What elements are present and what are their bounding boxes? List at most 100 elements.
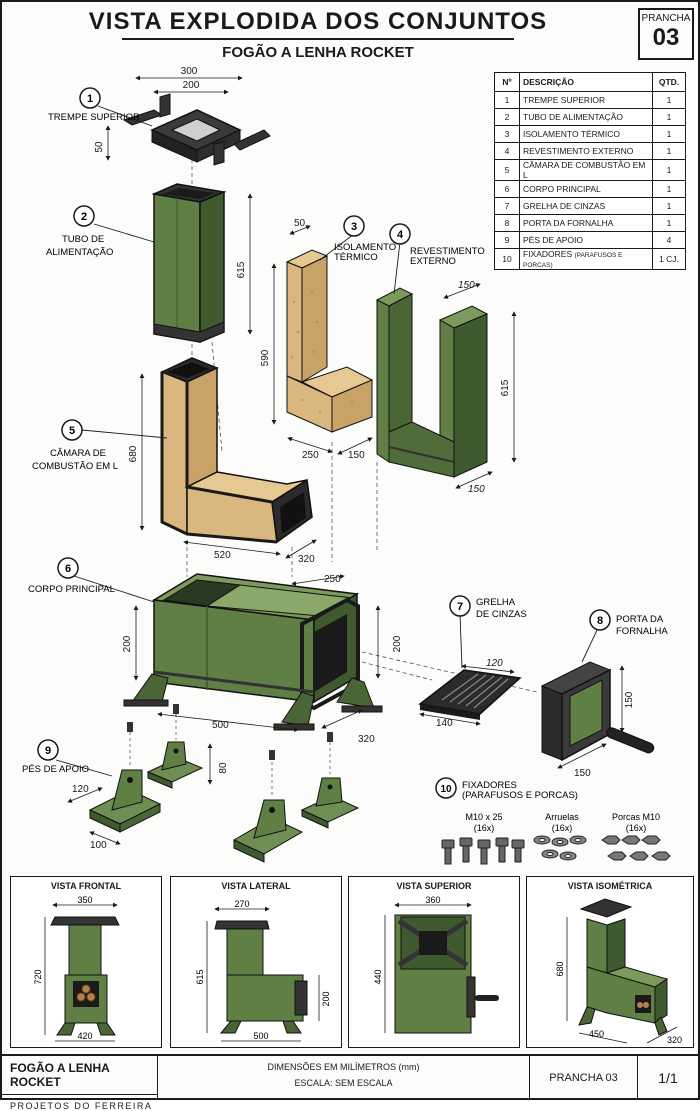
callout-number: 4 [397,229,404,241]
top-view-drawing: 360 440 [373,895,499,1034]
footer-scale: ESCALA: SEM ESCALA [294,1078,393,1088]
dim-text: 320 [358,734,375,745]
dim-text: 120 [486,658,503,669]
row-description-main: FIXADORES [523,249,573,259]
callout-label: COMBUSTÃO EM L [32,461,118,472]
callout-number: 1 [87,93,93,105]
washers-qty: (16x) [552,823,573,833]
dim-text: 720 [33,969,43,984]
dim-text: 615 [500,379,511,396]
foot [146,741,204,789]
foot [300,777,360,829]
row-qty: 1 [652,159,686,181]
orthographic-views: VISTA FRONTAL 350 720 420 VISTA LATERAL [10,876,694,1048]
view-title: VISTA ISOMÉTRICA [567,881,653,891]
callout-7: 7 GRELHA DE CINZAS [449,595,527,620]
isometric-view-drawing: 680 450 320 [555,898,682,1045]
callout-number: 5 [69,425,75,437]
callout-label: FORNALHA [616,626,668,637]
washers-label: Arruelas [545,812,579,822]
callout-label: TUBO DE [62,234,104,245]
dim-text: 420 [77,1031,92,1041]
leader-lines [55,105,599,777]
dim-text: 270 [234,899,249,909]
part-8-firebox-door [540,661,655,762]
callout-2: 2 TUBO DE ALIMENTAÇÃO [46,205,113,258]
dim-text: 615 [236,261,247,278]
view-isometric: VISTA ISOMÉTRICA 680 450 320 [526,876,694,1048]
callout-label: DE CINZAS [476,609,527,620]
exploded-view-drawing: 1 TREMPE SUPERIOR 2 TUBO DE ALIMENTAÇÃO … [22,66,671,865]
dim-text: 350 [77,895,92,905]
dim-text: 140 [436,718,453,729]
dim-text: 150 [458,280,475,291]
dimension-lines [67,75,625,845]
callout-label: (PARAFUSOS E PORCAS) [462,790,578,801]
callout-label: EXTERNO [410,256,456,267]
dim-text: 360 [425,895,440,905]
callout-label: TÉRMICO [334,252,378,263]
dimension-labels: 300 200 50 615 50 590 250 150 150 615 15… [72,66,635,851]
footer-title-block: FOGÃO A LENHA ROCKET PROJETOS DO FERREIR… [2,1054,698,1111]
part-6-main-body [123,573,383,731]
bolts-label: M10 x 25 [465,812,502,822]
side-view-drawing: 270 615 200 500 [195,899,331,1042]
part-10-fasteners [441,835,671,865]
row-description-small: (PARAFUSOS E PORCAS) [523,252,623,269]
dim-text: 450 [589,1029,604,1039]
dim-text: 150 [574,768,591,779]
view-title: VISTA SUPERIOR [396,881,472,891]
callout-10: 10 FIXADORES (PARAFUSOS E PORCAS) [435,777,578,801]
dim-text: 200 [122,635,133,652]
dim-text: 50 [94,141,105,153]
nuts-label: Porcas M10 [612,812,660,822]
dim-text: 520 [214,550,231,561]
dim-text: 320 [667,1035,682,1045]
footer-units: DIMENSÕES EM MILÍMETROS (mm) [267,1062,420,1072]
view-side: VISTA LATERAL 270 615 200 500 [170,876,342,1048]
view-front: VISTA FRONTAL 350 720 420 [10,876,162,1048]
part-9-feet [88,704,360,863]
callout-label: PORTA DA [616,614,664,625]
dim-text: 500 [212,720,229,731]
dim-text: 50 [294,218,306,229]
front-view-drawing: 350 720 420 [33,895,120,1042]
callout-number: 8 [597,615,603,627]
title-underline [122,38,514,40]
callout-number: 7 [457,601,463,613]
dim-text: 200 [321,991,331,1006]
foot [88,769,162,833]
part-4-outer-cladding [375,287,489,478]
callout-label: CORPO PRINCIPAL [28,584,115,595]
page-title: VISTA EXPLODIDA DOS CONJUNTOS [88,8,548,35]
footer-project-cell: FOGÃO A LENHA ROCKET PROJETOS DO FERREIR… [2,1056,158,1111]
dim-text: 500 [253,1031,268,1041]
callout-5: 5 CÂMARA DE COMBUSTÃO EM L [32,419,118,472]
bolts-qty: (16x) [474,823,495,833]
footer-sheet: PRANCHA 03 [530,1056,638,1100]
dim-text: 300 [181,66,198,77]
footer-project-name: FOGÃO A LENHA ROCKET [10,1061,110,1089]
part-5-combustion-chamber [160,357,313,544]
dim-text: 615 [195,969,205,984]
callout-1: 1 TREMPE SUPERIOR [48,87,140,123]
dim-text: 80 [218,762,229,774]
dim-text: 150 [468,484,485,495]
nuts [601,835,671,861]
callout-label: TREMPE SUPERIOR [48,112,140,123]
view-title: VISTA LATERAL [221,881,291,891]
footer-page: 1/1 [658,1070,678,1086]
part-7-ash-grate [418,669,522,720]
footer-author: PROJETOS DO FERREIRA [2,1094,157,1111]
row-qty: 1 CJ. [652,248,686,270]
part-2-feed-tube [151,183,227,344]
callout-label: FIXADORES [462,780,517,791]
callout-number: 9 [45,745,51,757]
view-top: VISTA SUPERIOR 360 440 [348,876,520,1048]
row-description: FIXADORES (PARAFUSOS E PORCAS) [519,248,653,270]
